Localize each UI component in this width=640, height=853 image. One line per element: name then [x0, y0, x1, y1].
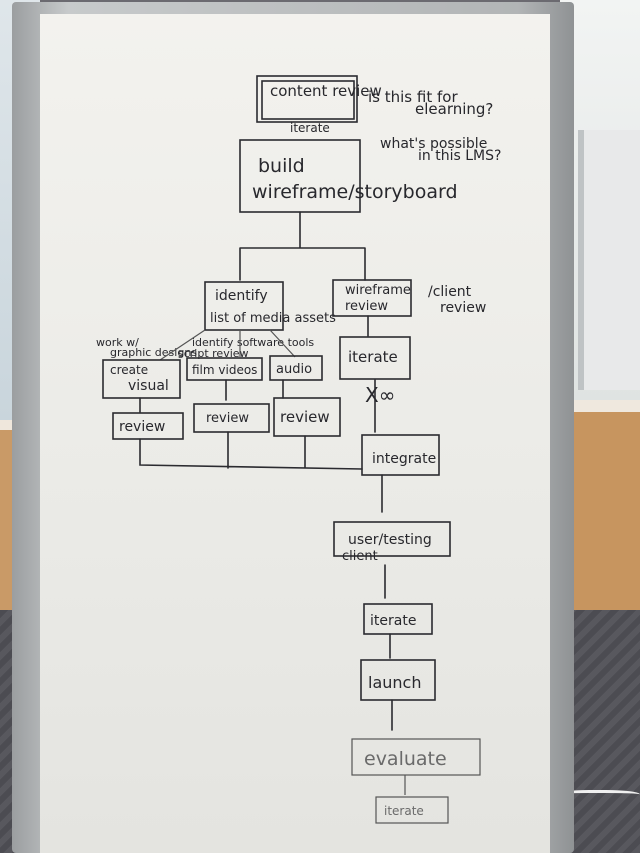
wireframe-label: wireframe/storyboard [252, 181, 458, 203]
film-videos-node: film videos [186, 357, 263, 381]
create-label: create [110, 363, 148, 377]
window-frame [578, 130, 640, 390]
review-node-1: review [112, 412, 184, 440]
iterate-bottom-label: iterate [384, 804, 424, 818]
wireframe-review-l1: wireframe [345, 283, 411, 298]
visual-label: visual [128, 378, 169, 394]
identify-node: identify list of media assets [204, 281, 336, 331]
create-visual-node: create visual [102, 359, 181, 399]
question-line-3: what's possible [380, 136, 487, 152]
content-review-node: content review [256, 75, 382, 123]
question-line-1: is this fit for [368, 88, 458, 106]
review-node-3: review [273, 397, 341, 437]
evaluate-node: evaluate [351, 738, 481, 776]
client-review-note-1: /client [428, 284, 472, 300]
integrate-node: integrate [361, 434, 440, 476]
work-with-note-1: work w/ [96, 336, 139, 349]
launch-node: launch [360, 659, 436, 701]
review-node-2: review [193, 403, 270, 433]
user-testing-node: user/testing client [333, 521, 451, 564]
client-review-note-2: review [440, 300, 486, 316]
audio-node: audio [269, 355, 323, 381]
iterate-right-label: iterate [348, 348, 398, 366]
wireframe-review-l2: review [345, 299, 388, 314]
iterate-mid-label: iterate [370, 613, 416, 629]
build-wireframe-node: build wireframe/storyboard [239, 139, 458, 213]
iterate-bottom-node: iterate [375, 796, 449, 824]
question-line-4: in this LMS? [418, 148, 501, 164]
iterate-mid-node: iterate [363, 603, 433, 635]
whiteboard-surface [40, 14, 550, 853]
user-testing-label: user/testing [348, 532, 432, 548]
audio-label: audio [276, 362, 312, 377]
integrate-label: integrate [372, 451, 436, 467]
iterate-note: iterate [290, 121, 330, 135]
build-label: build [258, 155, 305, 177]
media-assets-label: list of media assets [210, 311, 336, 326]
script-review-note: script review [178, 347, 249, 360]
evaluate-label: evaluate [364, 748, 447, 770]
client-label: client [342, 549, 378, 564]
review-3-label: review [280, 408, 330, 426]
film-videos-label: film videos [192, 363, 257, 377]
question-line-2: elearning? [415, 100, 493, 118]
power-cable [555, 790, 640, 801]
infinity-note: X∞ [365, 383, 395, 407]
launch-label: launch [368, 673, 421, 692]
review-2-label: review [206, 411, 249, 426]
identify-label: identify [215, 288, 268, 304]
review-1-label: review [119, 419, 165, 435]
content-review-text: content review [270, 82, 382, 100]
wireframe-review-node: wireframe review [332, 279, 412, 317]
iterate-right-node: iterate [339, 336, 411, 380]
